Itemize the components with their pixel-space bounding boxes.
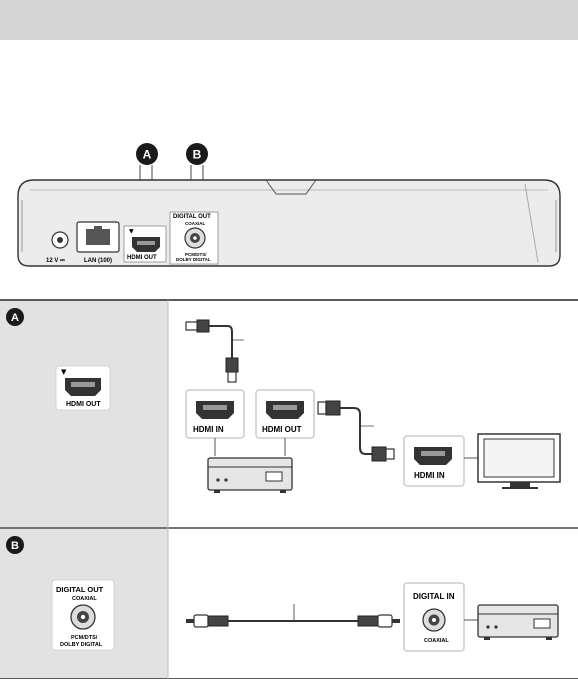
av-receiver xyxy=(207,457,293,493)
tv xyxy=(477,433,561,489)
hdmi-out-label: HDMI OUT xyxy=(127,255,157,261)
player-rear-panel: 12 V ⎓ LAN (100) ▼ HDMI OUT DIGITAL OUT … xyxy=(17,179,561,267)
hdmi-cable-to-tv xyxy=(317,400,395,462)
callout-a-letter: A xyxy=(143,148,152,162)
receiver-hdmi-in-label: HDMI IN xyxy=(193,425,224,434)
section-a-badge: A xyxy=(11,312,19,324)
receiver-hdmi-in-port: HDMI IN xyxy=(185,389,245,456)
format-line1: PCM/DTS/ xyxy=(185,252,207,257)
table-grid xyxy=(0,299,578,679)
section-b-port-coaxial: COAXIAL xyxy=(72,596,97,602)
coaxial-label: COAXIAL xyxy=(185,221,206,226)
receiver-digital-in-port: DIGITAL IN COAXIAL xyxy=(403,582,478,652)
section-b-port-label: DIGITAL OUT xyxy=(56,585,104,594)
receiver-hdmi-out-label: HDMI OUT xyxy=(262,425,302,434)
av-receiver-b xyxy=(477,604,559,640)
power-jack: 12 V ⎓ xyxy=(46,231,69,264)
receiver-hdmi-out-port: HDMI OUT xyxy=(255,389,315,456)
receiver-digital-in-label: DIGITAL IN xyxy=(413,592,455,601)
hdmi-marker: ▼ xyxy=(129,228,134,235)
callout-b-letter: B xyxy=(193,148,202,162)
section-b-badge: B xyxy=(11,540,19,552)
section-b: B DIGITAL OUT COAXIAL PCM/DTS/ DOLBY DIG… xyxy=(6,536,559,652)
section-b-coaxial-port: DIGITAL OUT COAXIAL PCM/DTS/ DOLBY DIGIT… xyxy=(51,579,115,651)
section-a: A ▼ HDMI OUT HDMI IN xyxy=(6,308,561,493)
digital-out-coaxial-port: DIGITAL OUT COAXIAL PCM/DTS/ DOLBY DIGIT… xyxy=(169,211,219,265)
section-b-port-format1: PCM/DTS/ xyxy=(71,635,98,641)
lan-port: LAN (100) xyxy=(76,221,120,264)
hdmi-out-port: ▼ HDMI OUT xyxy=(123,225,167,263)
coaxial-cable xyxy=(186,604,400,628)
digital-out-label: DIGITAL OUT xyxy=(173,214,211,220)
tv-hdmi-in-label: HDMI IN xyxy=(414,471,445,480)
section-b-port-format2: DOLBY DIGITAL xyxy=(60,642,103,648)
section-a-hdmi-port: ▼ HDMI OUT xyxy=(55,365,111,411)
hdmi-cable-loose xyxy=(185,319,244,383)
section-a-port-marker: ▼ xyxy=(61,368,67,376)
header-bar xyxy=(0,0,578,40)
tv-hdmi-in-port: HDMI IN xyxy=(403,435,480,487)
section-a-port-label: HDMI OUT xyxy=(66,401,101,408)
format-line2: DOLBY DIGITAL xyxy=(176,257,211,262)
lan-label: LAN (100) xyxy=(84,258,112,264)
receiver-coaxial-label: COAXIAL xyxy=(424,638,449,644)
power-label: 12 V ⎓ xyxy=(46,258,65,264)
